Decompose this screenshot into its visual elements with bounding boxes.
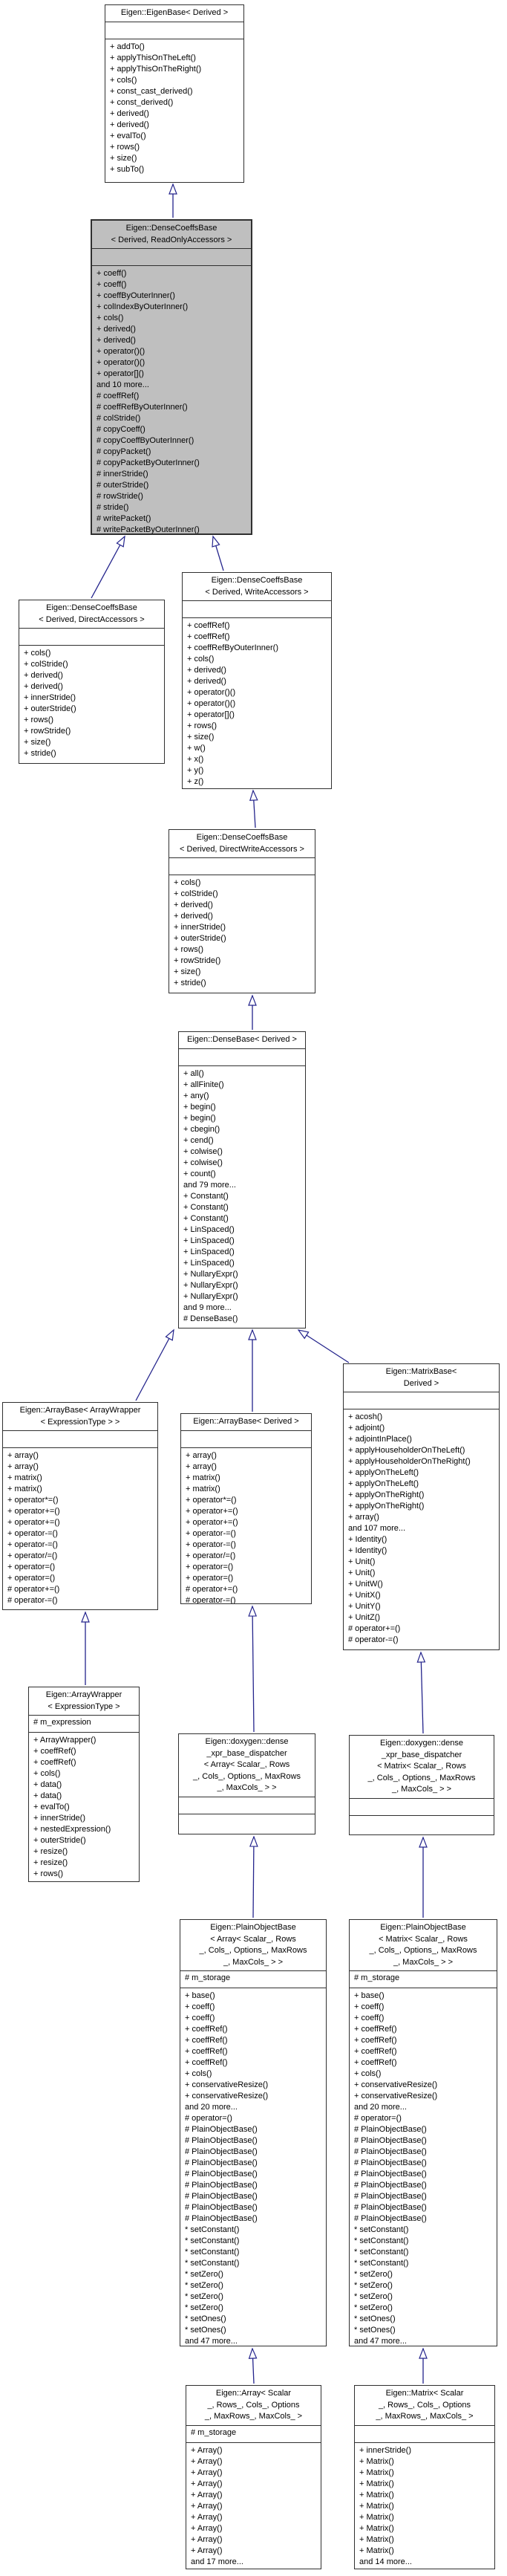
class-methods: + array() + array() + matrix() + matrix(… <box>186 1450 238 1604</box>
class-attributes <box>350 1797 494 1816</box>
class-title: Eigen::doxygen::dense _xpr_base_dispatch… <box>193 1737 301 1792</box>
class-title: Eigen::doxygen::dense _xpr_base_dispatch… <box>367 1739 476 1794</box>
class-attributes <box>169 857 315 875</box>
class-attributes <box>19 628 164 646</box>
edge-arraybase_wrapper-to-densebase <box>135 1328 174 1401</box>
edge-dcb_write-to-dcb_readonly <box>212 535 224 571</box>
class-node-dense-xpr-base-dispatcher-array[interactable]: Eigen::doxygen::dense _xpr_base_dispatch… <box>178 1733 315 1834</box>
edge-array-to-pob_array <box>248 2347 258 2384</box>
class-title: Eigen::ArrayBase< Derived > <box>193 1417 299 1426</box>
class-methods: + addTo() + applyThisOnTheLeft() + apply… <box>110 42 202 174</box>
class-node-densecoeffsbase-write[interactable]: Eigen::DenseCoeffsBase < Derived, WriteA… <box>182 572 332 789</box>
class-node-densecoeffsbase-direct[interactable]: Eigen::DenseCoeffsBase < Derived, Direct… <box>19 600 165 764</box>
class-attributes <box>355 2424 494 2443</box>
class-node-dense-xpr-base-dispatcher-matrix[interactable]: Eigen::doxygen::dense _xpr_base_dispatch… <box>349 1735 494 1835</box>
class-attributes: # m_expression <box>29 1715 139 1733</box>
class-methods: + innerStride() + Matrix() + Matrix() + … <box>359 2445 412 2566</box>
class-node-array[interactable]: Eigen::Array< Scalar _, Rows_, Cols_, Op… <box>186 2385 321 2569</box>
class-title: Eigen::ArrayBase< ArrayWrapper < Express… <box>19 1406 141 1427</box>
class-methods: + cols() + colStride() + derived() + der… <box>24 649 76 758</box>
edge-dcb_direct-to-dcb_readonly <box>91 535 125 599</box>
class-node-arraybase[interactable]: Eigen::ArrayBase< Derived > + array() + … <box>180 1413 312 1604</box>
class-node-arraybase-arraywrapper[interactable]: Eigen::ArrayBase< ArrayWrapper < Express… <box>2 1402 158 1610</box>
class-methods: + cols() + colStride() + derived() + der… <box>174 878 226 987</box>
class-methods: + base() + coeff() + coeff() + coeffRef(… <box>354 1991 438 2346</box>
class-methods: + array() + array() + matrix() + matrix(… <box>7 1451 60 1605</box>
class-title: Eigen::DenseCoeffsBase < Derived, ReadOn… <box>111 224 232 244</box>
class-attributes: # m_storage <box>350 1970 497 1988</box>
class-node-plainobjectbase-matrix[interactable]: Eigen::PlainObjectBase < Matrix< Scalar_… <box>349 1919 497 2346</box>
class-attributes: # m_storage <box>180 1970 326 1988</box>
class-title: Eigen::PlainObjectBase < Matrix< Scalar_… <box>369 1923 477 1967</box>
edge-pob_array-to-dispatcher_array <box>249 1835 258 1918</box>
class-attributes <box>179 1048 305 1066</box>
class-node-densebase[interactable]: Eigen::DenseBase< Derived > + all() + al… <box>178 1031 306 1328</box>
class-node-eigenbase[interactable]: Eigen::EigenBase< Derived > + addTo() + … <box>105 4 244 183</box>
class-attributes <box>181 1430 311 1448</box>
class-methods: + all() + allFinite() + any() + begin() … <box>183 1068 238 1323</box>
class-methods: + coeff() + coeff() + coeffByOuterInner(… <box>97 269 200 534</box>
class-methods: + acosh() + adjoint() + adjointInPlace()… <box>348 1412 471 1644</box>
edge-dispatcher_matrix-to-matrixbase <box>416 1651 426 1734</box>
class-title: Eigen::DenseCoeffsBase < Derived, Direct… <box>39 603 145 624</box>
class-methods: + base() + coeff() + coeff() + coeffRef(… <box>185 1991 269 2346</box>
edge-dcb_directwrite-to-dcb_write <box>249 789 258 828</box>
class-methods: + Array() + Array() + Array() + Array() … <box>191 2445 243 2566</box>
class-attributes <box>344 1392 499 1409</box>
class-title: Eigen::MatrixBase< Derived > <box>385 1367 457 1388</box>
class-methods <box>179 1814 315 1834</box>
class-methods: + ArrayWrapper() + coeffRef() + coeffRef… <box>33 1736 111 1878</box>
class-title: Eigen::DenseCoeffsBase < Derived, WriteA… <box>205 576 309 597</box>
class-attributes: # m_storage <box>186 2424 321 2443</box>
class-node-matrixbase[interactable]: Eigen::MatrixBase< Derived > + acosh() +… <box>343 1363 500 1650</box>
class-title: Eigen::ArrayWrapper < ExpressionType > <box>45 1690 122 1711</box>
class-methods <box>350 1816 494 1835</box>
class-title: Eigen::EigenBase< Derived > <box>120 8 229 17</box>
class-attributes <box>183 600 331 618</box>
class-title: Eigen::Array< Scalar _, Rows_, Cols_, Op… <box>204 2389 303 2421</box>
class-title: Eigen::DenseBase< Derived > <box>187 1035 297 1044</box>
edge-matrixbase-to-densebase <box>297 1329 350 1363</box>
class-node-plainobjectbase-array[interactable]: Eigen::PlainObjectBase < Array< Scalar_,… <box>180 1919 327 2346</box>
class-attributes <box>105 21 243 39</box>
class-node-matrix[interactable]: Eigen::Matrix< Scalar _, Rows_, Cols_, O… <box>354 2385 495 2569</box>
class-title: Eigen::DenseCoeffsBase < Derived, Direct… <box>180 833 304 854</box>
class-attributes <box>92 248 251 266</box>
class-title: Eigen::Matrix< Scalar _, Rows_, Cols_, O… <box>376 2389 474 2421</box>
class-node-arraywrapper[interactable]: Eigen::ArrayWrapper < ExpressionType > #… <box>28 1687 140 1882</box>
class-node-densecoeffsbase-directwrite[interactable]: Eigen::DenseCoeffsBase < Derived, Direct… <box>169 829 315 993</box>
class-node-densecoeffsbase-readonly[interactable]: Eigen::DenseCoeffsBase < Derived, ReadOn… <box>91 219 252 535</box>
class-attributes <box>179 1796 315 1814</box>
class-title: Eigen::PlainObjectBase < Array< Scalar_,… <box>199 1923 307 1967</box>
class-methods: + coeffRef() + coeffRef() + coeffRefByOu… <box>187 621 278 786</box>
class-attributes <box>3 1430 157 1448</box>
edge-dispatcher_array-to-arraybase <box>248 1605 258 1733</box>
